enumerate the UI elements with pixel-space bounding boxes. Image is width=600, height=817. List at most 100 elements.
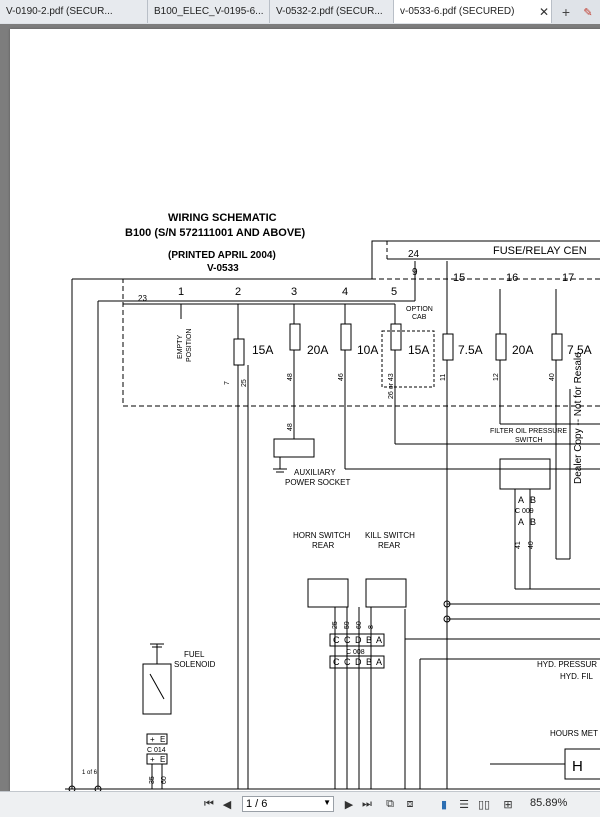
fuse-rating-17: 7.5A <box>567 343 592 357</box>
fuse-wire-label: 11 <box>440 374 447 381</box>
tab-v0533[interactable]: v-0533-6.pdf (SECURED) ✕ <box>394 0 552 23</box>
fuse-rating-3: 20A <box>307 343 328 357</box>
fuse-rating-2: 15A <box>252 343 273 357</box>
two-page-continuous-icon[interactable]: ⊞ <box>503 798 513 811</box>
position-16: 16 <box>506 272 518 284</box>
last-page-icon[interactable]: ⏭ <box>362 797 372 810</box>
c008-wire: 59 <box>344 621 351 629</box>
tab-label: B100_ELEC_V-0195-6... <box>154 6 264 17</box>
fuse-rating-5: 15A <box>408 343 429 357</box>
tab-v0532[interactable]: V-0532-2.pdf (SECUR... <box>270 0 394 23</box>
c014-pin: E <box>160 755 165 764</box>
c014-wire: 60 <box>161 776 168 784</box>
c008-pin: A <box>376 657 382 667</box>
c009-pin: A <box>518 495 524 505</box>
printed-date: (PRINTED APRIL 2004) <box>168 250 276 261</box>
hours-meter-symbol: H <box>572 758 583 775</box>
edit-icon[interactable]: ✎ <box>583 6 593 19</box>
fuse-rating-4: 10A <box>357 343 378 357</box>
wire-9: 9 <box>412 267 418 278</box>
c014-pin: + <box>150 755 155 764</box>
c008-wire: 60 <box>356 621 363 629</box>
c008-pin: D <box>355 657 362 667</box>
empty-position-label-2: POSITION <box>186 329 193 362</box>
wire-23: 23 <box>138 294 147 303</box>
single-page-icon[interactable]: ▮ <box>440 798 448 811</box>
add-icon: + <box>561 4 571 20</box>
fuse-relay-center-label: FUSE/RELAY CEN <box>493 245 587 257</box>
bottom-toolbar: ⏮ ◀ 1 / 6 ▼ ▶ ⏭ ⧉ ⧈ ▮ ☰ ▯▯ ⊞ 85.89% <box>0 791 600 817</box>
fuse-wire-label: 48 <box>287 373 294 381</box>
c008-label: C 008 <box>346 649 365 656</box>
close-icon[interactable]: ✕ <box>538 4 550 19</box>
c008-pin: B <box>366 635 372 645</box>
hyd-pressure-label: HYD. PRESSUR <box>537 660 597 669</box>
watermark: Dealer Copy -- Not for Resale <box>573 352 584 484</box>
continuous-icon[interactable]: ☰ <box>459 798 469 811</box>
horn-switch-label-1: HORN SWITCH <box>293 531 351 540</box>
tab-label: V-0190-2.pdf (SECUR... <box>6 6 113 17</box>
page-number-value: 1 / 6 <box>246 798 268 810</box>
fuel-solenoid-label-1: FUEL <box>184 650 205 659</box>
c014-pin: E <box>160 735 165 744</box>
c014-label: C 014 <box>147 747 166 754</box>
position-2: 2 <box>235 286 241 298</box>
kill-switch-label-2: REAR <box>378 541 400 550</box>
wiring-schematic: WIRING SCHEMATIC B100 (S/N 572111001 AND… <box>65 212 600 791</box>
doc-number: V-0533 <box>207 263 239 274</box>
c009-label: C 009 <box>515 508 534 515</box>
c014-pin: + <box>150 735 155 744</box>
c014-wire: 35 <box>149 776 156 784</box>
fuel-solenoid-label-2: SOLENOID <box>174 660 216 669</box>
c009-pin: B <box>530 495 536 505</box>
tab-b100-elec[interactable]: B100_ELEC_V-0195-6... <box>148 0 270 23</box>
c008-wire: 25 <box>332 621 339 629</box>
c009-wire: 40 <box>528 541 535 549</box>
rotate-icon[interactable]: ⧉ <box>386 797 394 810</box>
hyd-filter-label: HYD. FIL <box>560 672 593 681</box>
c009-wire: 41 <box>515 541 522 549</box>
prev-page-icon[interactable]: ◀ <box>222 798 232 811</box>
fuse-rating-15: 7.5A <box>458 343 483 357</box>
position-17: 17 <box>562 272 574 284</box>
schematic-model: B100 (S/N 572111001 AND ABOVE) <box>125 227 305 239</box>
tab-bar: V-0190-2.pdf (SECUR... B100_ELEC_V-0195-… <box>0 0 600 25</box>
position-5: 5 <box>391 286 397 298</box>
copy-icon[interactable]: ⧈ <box>406 797 414 810</box>
fuse-wire-label: 25 <box>241 379 248 387</box>
tab-label: v-0533-6.pdf (SECURED) <box>400 6 515 17</box>
option-cab-label-1: OPTION <box>406 306 433 313</box>
fuse-wire-label: 40 <box>549 373 556 381</box>
next-page-icon[interactable]: ▶ <box>344 798 354 811</box>
c008-pin: D <box>355 635 362 645</box>
c008-pin: C <box>344 635 351 645</box>
horn-switch-label-2: REAR <box>312 541 334 550</box>
position-1: 1 <box>178 286 184 298</box>
c008-pin: C <box>333 635 340 645</box>
c008-pin: A <box>376 635 382 645</box>
fuse-wire-label: 7 <box>224 381 231 385</box>
c008-pin: C <box>344 657 351 667</box>
c008-wire: 8 <box>368 625 375 629</box>
c009-pin: B <box>530 517 536 527</box>
aux-socket-label-2: POWER SOCKET <box>285 478 350 487</box>
page-number-input[interactable]: 1 / 6 ▼ <box>242 796 334 812</box>
empty-position-label-1: EMPTY <box>177 335 184 359</box>
document-viewport[interactable]: WIRING SCHEMATIC B100 (S/N 572111001 AND… <box>0 24 600 791</box>
schematic-title: WIRING SCHEMATIC <box>168 212 277 224</box>
tab-label: V-0532-2.pdf (SECUR... <box>276 6 383 17</box>
first-page-icon[interactable]: ⏮ <box>204 797 214 810</box>
option-cab-label-2: CAB <box>412 314 427 321</box>
aux-wire-label: 48 <box>287 423 294 431</box>
page-marker: 1 of 6 <box>82 770 98 776</box>
zoom-level[interactable]: 85.89% <box>530 797 568 809</box>
tab-v0190[interactable]: V-0190-2.pdf (SECUR... <box>0 0 148 23</box>
fuse-wire-label: 46 <box>338 373 345 381</box>
kill-switch-label-1: KILL SWITCH <box>365 531 415 540</box>
two-page-icon[interactable]: ▯▯ <box>477 798 491 811</box>
wire-24: 24 <box>408 249 420 260</box>
position-15: 15 <box>453 272 465 284</box>
fuse-rating-16: 20A <box>512 343 533 357</box>
new-tab-button[interactable]: + <box>552 0 580 24</box>
pdf-page: WIRING SCHEMATIC B100 (S/N 572111001 AND… <box>10 29 600 791</box>
